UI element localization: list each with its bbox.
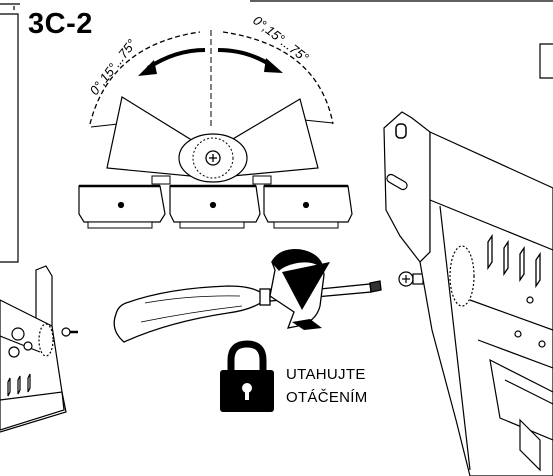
- right-swing-arrow-icon: [217, 48, 274, 68]
- fixture-bracket-right: [383, 111, 553, 476]
- left-angle-label: 0°,15°...75°: [87, 36, 140, 97]
- left-swing-arrow-icon: [146, 48, 206, 70]
- base-segment-left: [78, 184, 166, 229]
- next-step-frame: [250, 0, 553, 79]
- lock-note-line1: UTAHUJTE: [286, 366, 366, 383]
- lock-note-line2: OTÁČENÍM: [286, 389, 368, 406]
- base-segment-center: [169, 184, 261, 229]
- previous-step-frame: [0, 3, 20, 263]
- lock-icon: [220, 340, 274, 412]
- step-label: 3C-2: [28, 8, 93, 40]
- vent-slots: [487, 233, 541, 289]
- left-swing-arc: [89, 31, 201, 125]
- fixture-bracket-left: [0, 265, 78, 433]
- screwdriver-icon: [113, 280, 382, 343]
- tilt-angle-diagram: [78, 30, 353, 229]
- right-swing-arc: [222, 31, 334, 125]
- rotation-arrow-icon: [269, 249, 330, 330]
- base-segment-right: [263, 184, 353, 229]
